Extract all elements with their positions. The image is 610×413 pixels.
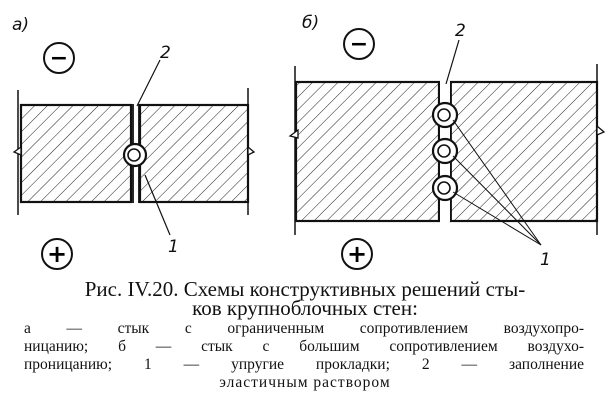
caption-title-line2: ков крупноблочных стен: bbox=[192, 296, 418, 320]
panel-b-label: б) bbox=[302, 13, 319, 33]
caption-title-line1: Рис. IV.20. Схемы конструктивных решений… bbox=[84, 277, 526, 301]
caption-legend-line3: проницанию; 1 — упругие прокладки; 2 — з… bbox=[24, 356, 584, 373]
plus-circle-b bbox=[341, 238, 373, 270]
elastic-gasket-middle bbox=[431, 137, 459, 165]
caption-legend-line4: эластичным раствором bbox=[219, 374, 391, 391]
minus-sign-a: − bbox=[50, 46, 68, 71]
panel-a bbox=[12, 59, 256, 236]
callout-1-a: 1 bbox=[168, 237, 179, 257]
wall-block-left bbox=[19, 103, 133, 204]
panel-b bbox=[288, 39, 606, 246]
minus-sign-b: − bbox=[350, 32, 368, 57]
joint-diagram: а) − + 2 1 б) − bbox=[12, 13, 606, 270]
callout-2-b: 2 bbox=[455, 21, 466, 41]
caption-legend-line2: ницанию; б — стык с большим сопротивлени… bbox=[24, 338, 584, 355]
callout-2-a: 2 bbox=[160, 43, 171, 63]
minus-circle-a bbox=[43, 42, 75, 74]
plus-sign-b: + bbox=[347, 240, 367, 268]
minus-circle-b bbox=[343, 28, 375, 60]
plus-sign-a: + bbox=[47, 240, 67, 268]
wall-block-right bbox=[138, 103, 250, 204]
elastic-gasket-bottom bbox=[431, 174, 459, 202]
plus-circle-a bbox=[41, 238, 73, 270]
elastic-gasket-top bbox=[431, 101, 459, 129]
wall-block-right bbox=[448, 80, 599, 223]
wall-block-left bbox=[294, 80, 441, 223]
callout-1-b: 1 bbox=[540, 250, 551, 270]
caption-legend-line1: а — стык с ограниченным сопротивлением в… bbox=[24, 320, 584, 337]
panel-a-label: а) bbox=[12, 15, 29, 35]
